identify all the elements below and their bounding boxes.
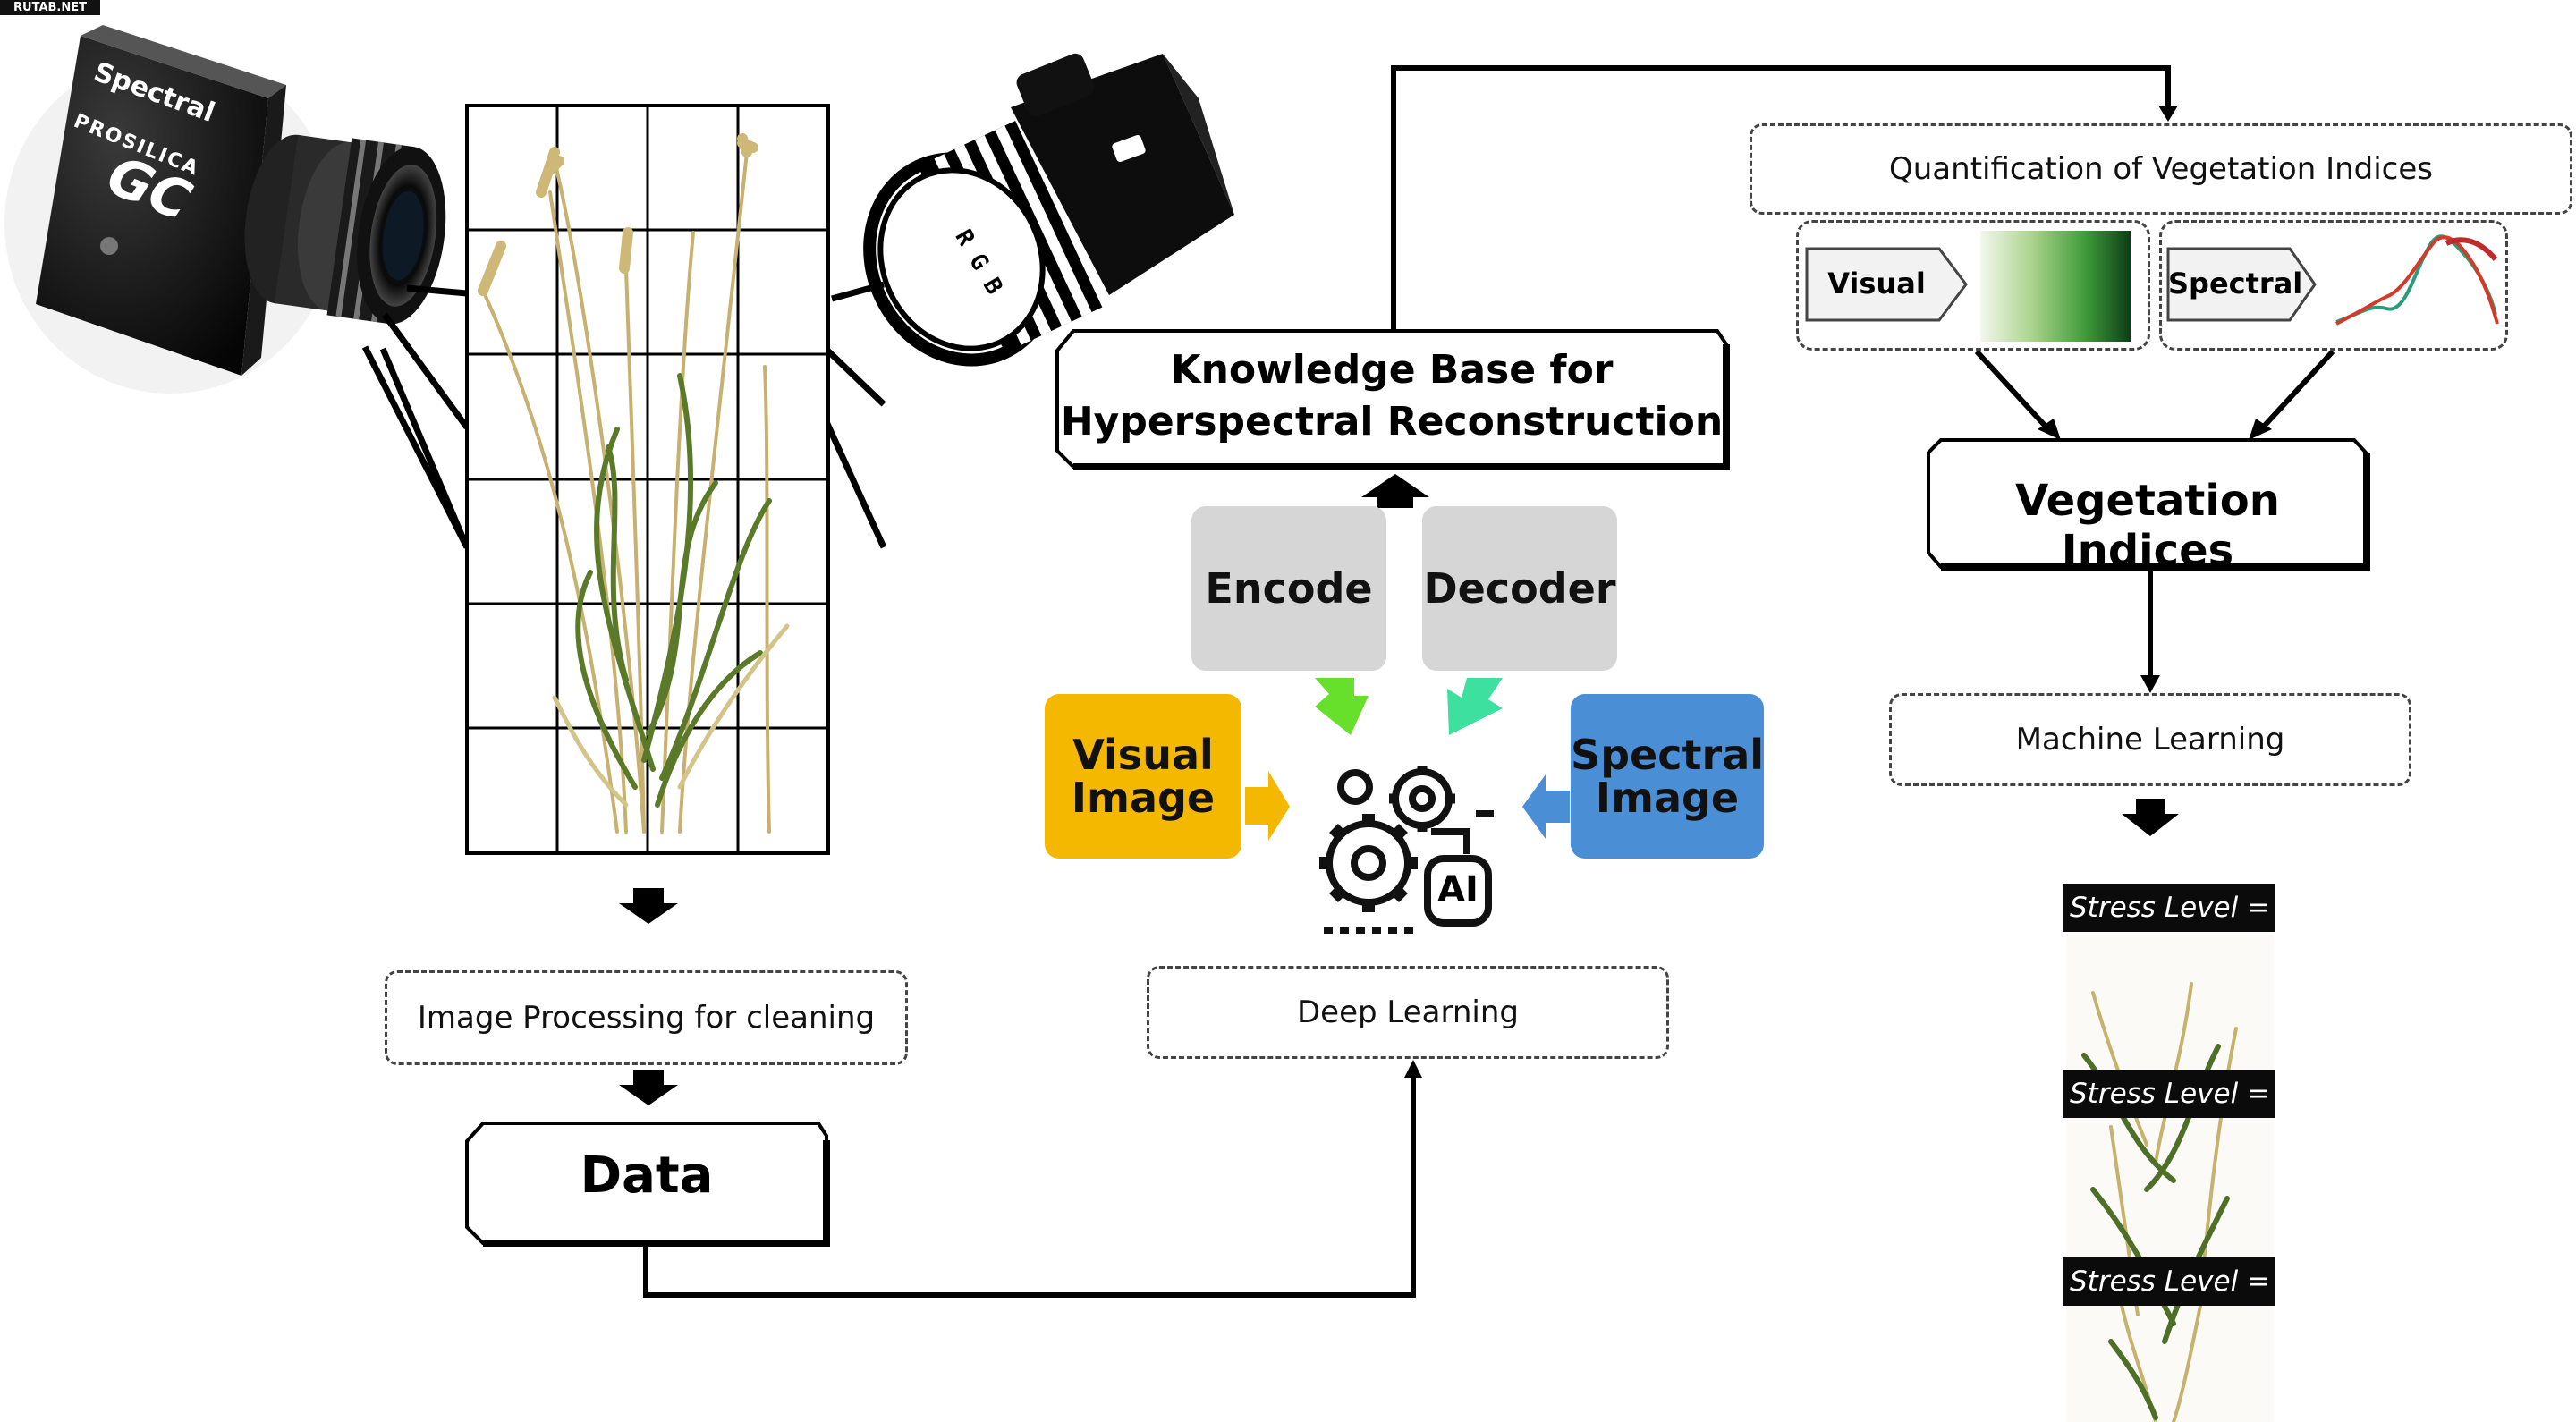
- spectral-left-arrow: [1522, 774, 1570, 839]
- watermark: RUTAB.NET: [0, 0, 100, 15]
- data-to-deep-learning-line: [643, 1073, 1416, 1298]
- knowledge-base-label-line2: Hyperspectral Reconstruction: [1060, 399, 1724, 444]
- spectral-to-indices-arrowhead: [2249, 419, 2272, 440]
- knowledge-to-quantification-line: [1391, 65, 2171, 331]
- visual-tag-label: Visual: [1827, 267, 1926, 300]
- wheat-plant-image: [478, 133, 790, 834]
- visual-swatch-panel: [1796, 220, 2150, 351]
- quantification-label: Quantification of Vegetation Indices: [1889, 151, 2433, 187]
- ai-gears-icon: [1319, 766, 1494, 934]
- down-arrow-to-data: [619, 1070, 678, 1105]
- spectral-chart-panel: [2159, 220, 2508, 351]
- ml-to-output-arrow: [2122, 799, 2179, 836]
- arrowhead-to-quantification: [2158, 106, 2178, 122]
- spectral-to-indices-line: [2258, 349, 2335, 432]
- machine-learning-box: Machine Learning: [1889, 693, 2411, 786]
- knowledge-base-label-line1: Knowledge Base for: [1170, 347, 1614, 393]
- spectral-image-label-line2: Image: [1595, 774, 1740, 822]
- visual-image-tile: Visual Image: [1045, 694, 1241, 859]
- deep-learning-box: Deep Learning: [1147, 966, 1669, 1059]
- visual-tag-shape: [1805, 247, 1968, 322]
- spectral-curves-chart: [2335, 234, 2499, 326]
- stress-level-label-1: Stress Level = 4.: [2063, 884, 2275, 932]
- stress-plant-strip: [2066, 935, 2274, 1422]
- decoder-label: Decoder: [1423, 563, 1616, 613]
- spectral-image-label-line1: Spectral: [1571, 730, 1765, 779]
- spectral-tag-label: Spectral: [2168, 267, 2303, 300]
- visual-image-label-line1: Visual: [1072, 730, 1214, 779]
- visual-to-indices-line: [1974, 349, 2051, 432]
- up-arrow-to-knowledge-base: [1361, 474, 1429, 508]
- encode-down-arrow: [1315, 678, 1368, 735]
- visual-to-indices-arrowhead: [2038, 419, 2061, 440]
- data-label: Data: [580, 1147, 714, 1205]
- arrowhead-to-deep-learning: [1404, 1060, 1422, 1078]
- stress-level-label-3: Stress Level = 3.: [2063, 1257, 2275, 1306]
- vegetation-indices-label: Vegetation Indices: [2015, 476, 2280, 576]
- data-box-shadow: [483, 1140, 830, 1247]
- spectral-tag-shape: [2166, 247, 2317, 322]
- indices-to-ml-arrowhead: [2140, 675, 2160, 693]
- knowledge-base-shadow: [1073, 344, 1730, 470]
- visual-image-label-line2: Image: [1071, 774, 1216, 822]
- stress-level-label-2: Stress Level = 5.: [2063, 1070, 2275, 1118]
- down-arrow-to-processing: [619, 888, 678, 924]
- green-gradient-swatch: [1980, 231, 2131, 342]
- machine-learning-label: Machine Learning: [2015, 722, 2285, 758]
- image-processing-box: Image Processing for cleaning: [385, 970, 908, 1065]
- encode-label: Encode: [1205, 563, 1373, 613]
- ai-badge-label: AI: [1437, 869, 1479, 910]
- encode-tile: Encode: [1191, 506, 1386, 671]
- rgb-camera-icon: [863, 53, 1234, 367]
- quantification-box: Quantification of Vegetation Indices: [1750, 123, 2572, 215]
- decoder-down-arrow: [1447, 678, 1503, 735]
- spectral-camera-icon: [4, 25, 446, 394]
- vegetation-indices-shadow: [1941, 453, 2370, 571]
- decoder-tile: Decoder: [1422, 506, 1617, 671]
- image-processing-label: Image Processing for cleaning: [417, 1000, 876, 1036]
- visual-right-arrow: [1245, 771, 1290, 841]
- spectral-image-tile: Spectral Image: [1571, 694, 1764, 859]
- deep-learning-label: Deep Learning: [1296, 995, 1519, 1030]
